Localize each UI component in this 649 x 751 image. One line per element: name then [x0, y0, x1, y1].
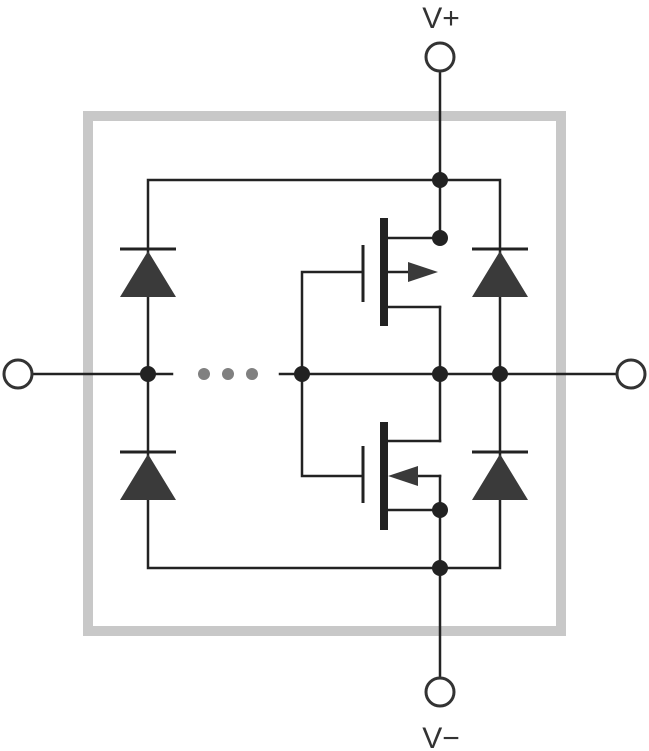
node-pmos-source — [432, 230, 448, 246]
lower-nmos-arrow — [388, 466, 418, 486]
left-upper-diode — [120, 247, 176, 297]
lower-nmos-transistor — [361, 372, 442, 570]
node-top-rail — [432, 172, 448, 188]
vplus-label: V+ — [422, 2, 460, 35]
upper-pmos-arrow — [408, 262, 438, 282]
ellipsis-dots — [198, 368, 258, 380]
bottom-rail-wire — [146, 372, 502, 570]
right-lower-diode-triangle — [472, 454, 528, 500]
right-io-terminal — [615, 358, 647, 390]
node-right-io — [492, 366, 508, 382]
ellipsis-dot-2 — [222, 368, 234, 380]
left-io-terminal — [2, 358, 34, 390]
node-left-io — [140, 366, 156, 382]
node-gate — [294, 366, 310, 382]
upper-pmos-transistor — [361, 178, 442, 376]
right-upper-diode-triangle — [472, 251, 528, 297]
junction-nodes — [140, 172, 508, 576]
vplus-terminal — [424, 41, 456, 73]
ellipsis-dot-1 — [198, 368, 210, 380]
left-lower-diode-triangle — [120, 454, 176, 500]
node-bottom-rail — [432, 560, 448, 576]
vminus-terminal — [424, 676, 456, 708]
ellipsis-dot-3 — [246, 368, 258, 380]
left-lower-diode — [120, 450, 176, 500]
left-upper-diode-triangle — [120, 251, 176, 297]
vminus-label: V− — [422, 722, 460, 751]
node-output — [432, 366, 448, 382]
top-rail-wire — [146, 178, 502, 376]
right-upper-diode — [472, 247, 528, 297]
node-nmos-source — [432, 502, 448, 518]
right-lower-diode — [472, 450, 528, 500]
